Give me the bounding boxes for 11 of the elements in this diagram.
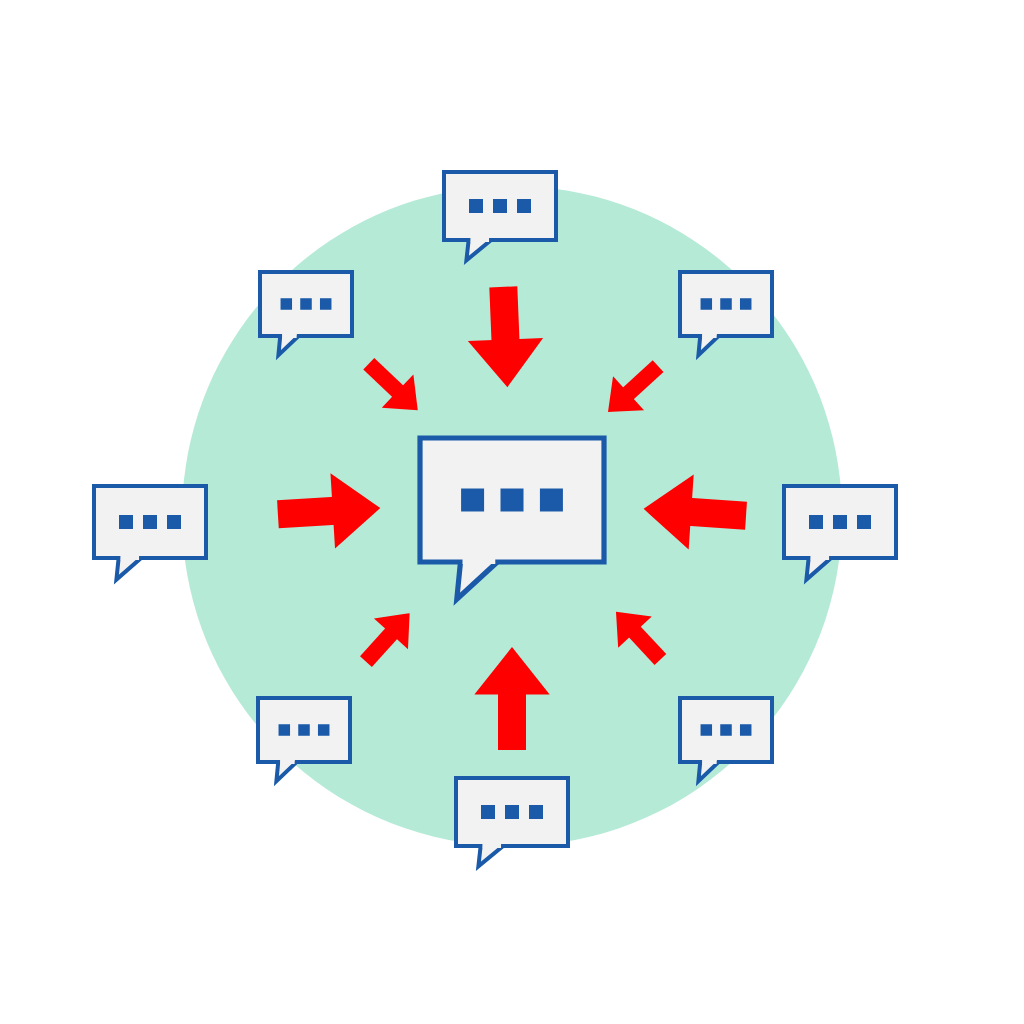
speech-bubble: [782, 484, 898, 585]
speech-bubble: [258, 270, 354, 361]
speech-bubble: [678, 696, 774, 787]
speech-bubble: [417, 435, 607, 606]
speech-bubble: [92, 484, 208, 585]
arrow: [608, 360, 664, 412]
speech-bubble: [678, 270, 774, 361]
arrow: [360, 613, 410, 667]
speech-bubble: [454, 776, 570, 872]
speech-bubble: [442, 170, 558, 266]
speech-bubble: [256, 696, 352, 787]
